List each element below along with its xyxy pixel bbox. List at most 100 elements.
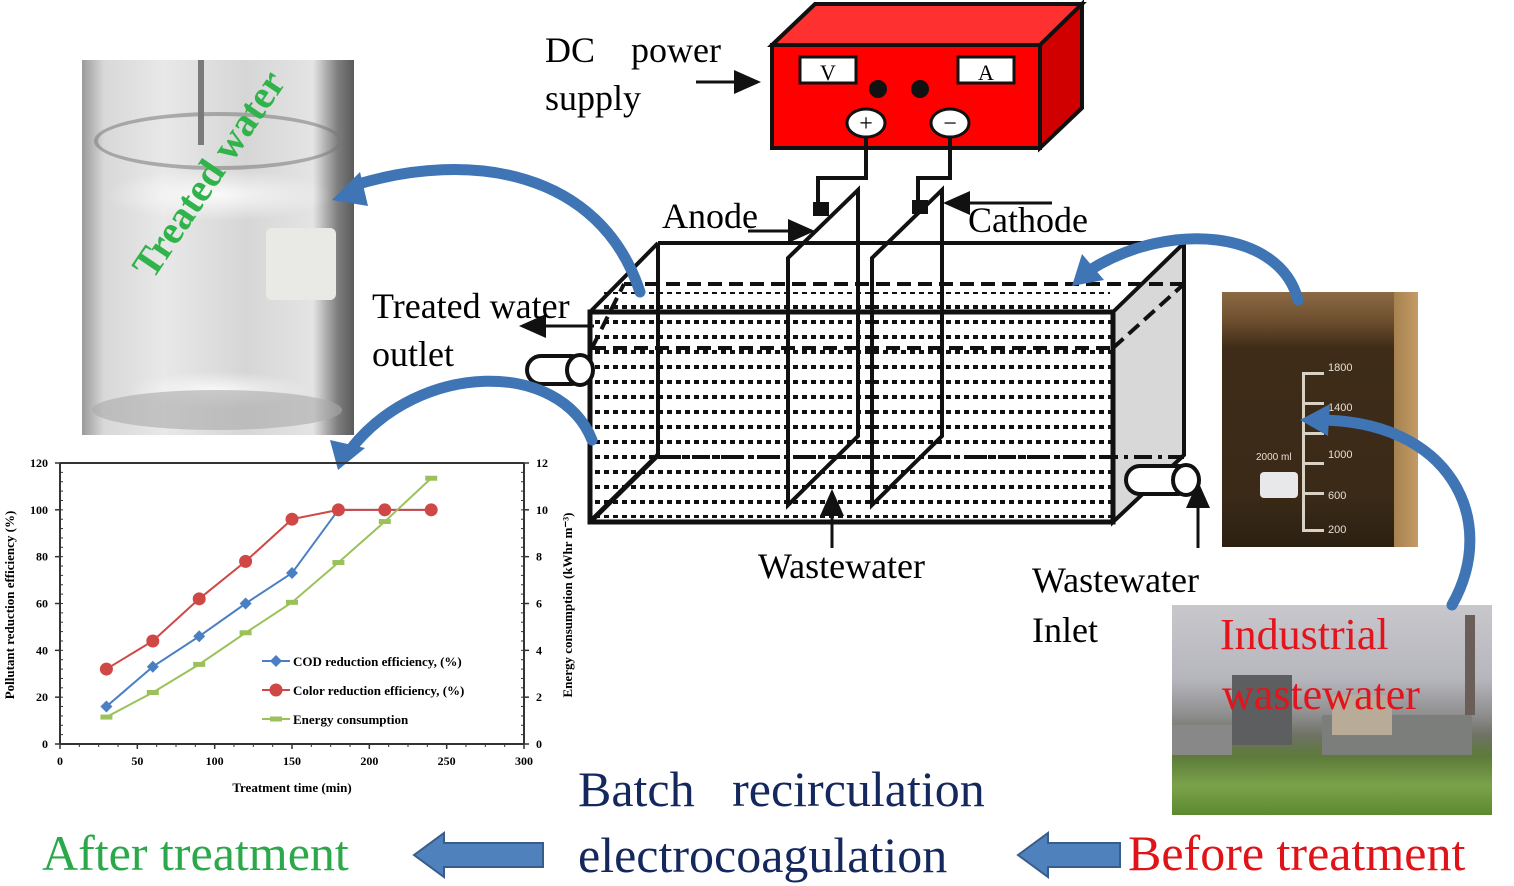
chart-legend: COD reduction efficiency, (%) Color reduc… [262,654,464,727]
color-reduction-efficiency-point [146,634,160,648]
tank-front-face [587,309,1116,525]
ammeter-display [956,55,1016,85]
energy-consumption-point [146,689,159,695]
y2-tick-label: 0 [536,737,542,751]
anode-label: Anode [662,196,758,236]
dc-power-supply [767,0,1087,153]
y2-tick-label: 2 [536,690,542,704]
energy-consumption-point [378,519,391,525]
legend-entry-label: Color reduction efficiency, (%) [293,683,464,698]
arrowhead-icon [332,172,368,206]
y2-tick-label: 8 [536,550,542,564]
y-tick-label: 40 [36,643,48,657]
graduation-tick [1302,462,1324,465]
beaker-volume-text: 2000 ml [1256,452,1292,463]
dc-power-label: DC power [545,30,721,70]
y-tick-label: 120 [30,456,48,470]
treated-water-photo: Treated water [82,60,354,435]
voltmeter-label: V [820,60,836,85]
y2-axis-label: Energy consumption (kWhr m⁻³) [560,513,575,698]
y2-tick-label: 4 [536,643,542,657]
arrowhead-icon [1072,254,1104,286]
cathode-plate [870,185,944,510]
arrowhead-icon [1300,404,1330,436]
building [1172,725,1232,755]
x-tick-label: 150 [283,754,301,768]
energy-consumption-point [239,630,252,636]
scale-mark: 1800 [1328,362,1353,374]
legend-marker [269,683,283,697]
outlet-label: Treated water [372,286,570,326]
outlet-pipe [525,353,595,387]
y-tick-label: 100 [30,503,48,517]
x-axis-label: Treatment time (min) [232,780,351,795]
energy-consumption-point [193,661,206,667]
y2-tick-label: 12 [536,456,548,470]
cod-reduction-efficiency-point [286,567,298,580]
left-block-arrow-icon [1016,831,1121,879]
scale-mark: 200 [1328,524,1347,536]
color-reduction-efficiency-point [239,554,253,568]
inlet-pipe [1124,463,1201,497]
outlet-label-line2: outlet [372,334,454,374]
wastewater-label: Wastewater [758,546,925,586]
left-block-arrow-icon [412,831,544,879]
supply-label: supply [545,78,641,118]
beaker-bottom [92,390,342,430]
scale-mark: 1400 [1328,402,1353,414]
curved-arrow-to-chart [344,375,598,456]
graduation-tick [1302,402,1324,405]
anode-clamp [813,202,829,216]
cod-reduction-efficiency-point [193,630,206,643]
color-reduction-efficiency-point [99,662,113,676]
curved-arrow-to-raw-photo [1312,414,1476,611]
industrial-overlay-text: Industrial [1220,610,1389,659]
color-reduction-efficiency-point [331,503,345,517]
curved-arrow-to-tank [1084,233,1304,306]
graduation-tick [1302,492,1324,495]
y-tick-label: 80 [36,550,48,564]
color-reduction-efficiency-point [285,512,299,526]
cod-reduction-efficiency-point [100,700,113,713]
anode-plate [786,185,860,510]
wastewater-overlay-text: wastewater [1222,670,1420,719]
x-tick-label: 0 [57,754,63,768]
energy-consumption-point [425,475,438,481]
energy-consumption-point [332,560,345,566]
energy-consumption-point [286,599,298,605]
legend-marker [270,655,282,667]
x-tick-label: 100 [206,754,224,768]
energy-consumption-line [105,477,432,718]
curved-arrow-to-treated-photo [349,164,646,298]
color-reduction-efficiency-point [424,503,438,517]
scale-mark: 1000 [1328,449,1353,461]
cod-reduction-efficiency-point [146,660,159,673]
water-level-lines [590,282,1186,350]
legend-entry-label: COD reduction efficiency, (%) [293,654,462,669]
color-reduction-efficiency-point [378,503,392,517]
stirring-rod [198,60,204,145]
cathode-clamp [912,200,928,214]
y-tick-label: 0 [42,737,48,751]
graduation-tick [1302,432,1324,435]
y-axis-label: Pollutant reduction efficiency (%) [2,511,17,700]
graduation-tick [1302,372,1324,375]
after-treatment-label: After treatment [42,825,349,881]
control-knob [911,80,929,98]
chimney [1465,615,1475,715]
color-reduction-efficiency-line [105,508,432,670]
beaker-rim [94,112,342,170]
x-tick-label: 50 [131,754,143,768]
control-knob [869,80,887,98]
y2-tick-label: 6 [536,597,542,611]
y-tick-label: 20 [36,690,48,704]
electrode-wires [816,137,952,210]
x-tick-label: 300 [515,754,533,768]
cathode-label: Cathode [968,200,1088,240]
color-reduction-efficiency-point [192,592,206,606]
beaker-side [1394,292,1418,547]
x-tick-label: 250 [438,754,456,768]
